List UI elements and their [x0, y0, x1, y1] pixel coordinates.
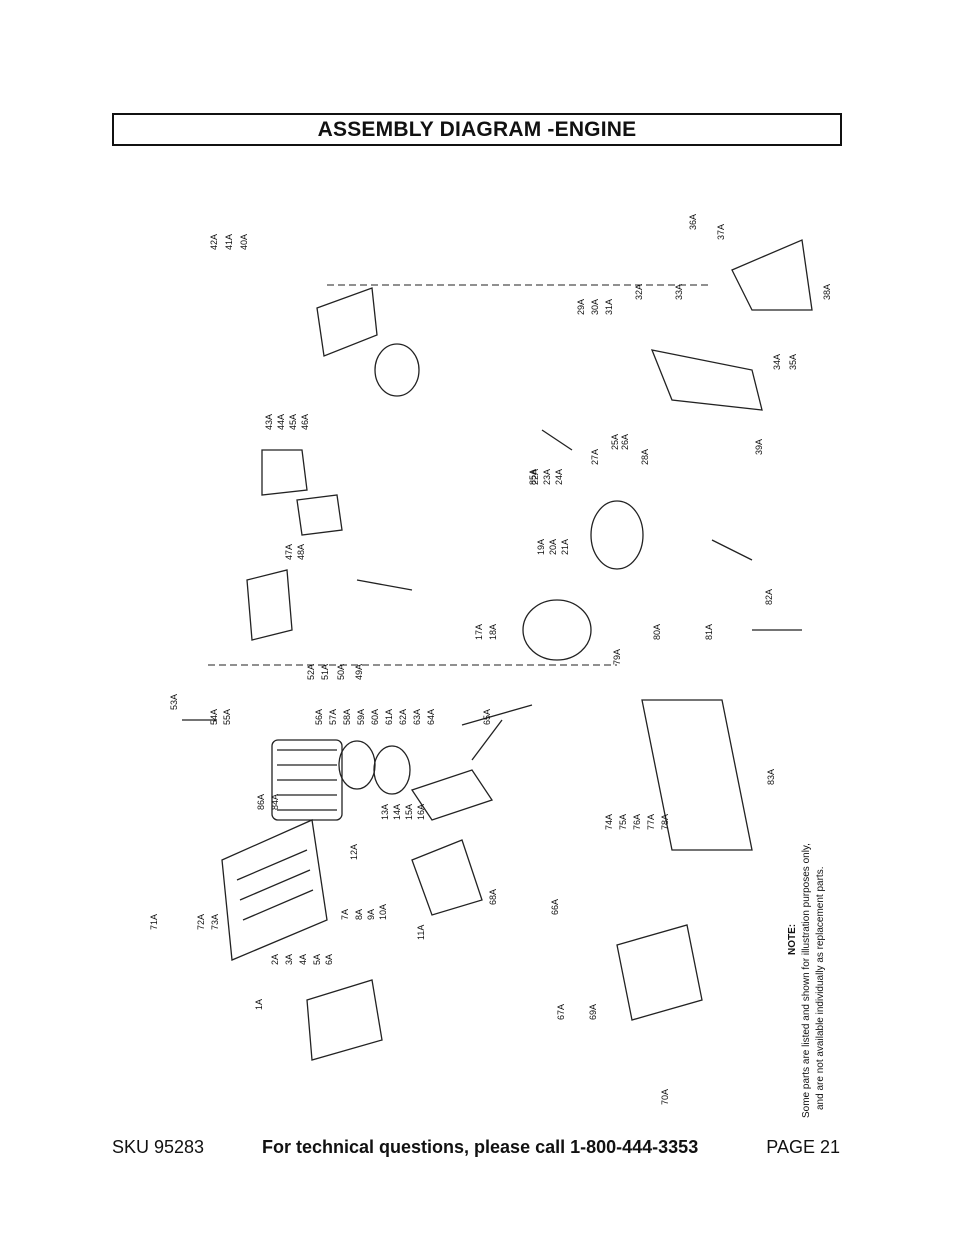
part-label: 38A	[822, 284, 832, 300]
part-label: 68A	[488, 889, 498, 905]
part-label: 3A	[284, 954, 294, 965]
part-label: 31A	[604, 299, 614, 315]
part-label: 85A	[528, 469, 538, 485]
part-label: 25A	[610, 434, 620, 450]
part-label: 67A	[556, 1004, 566, 1020]
part-label: 83A	[766, 769, 776, 785]
part-label: 51A	[320, 664, 330, 680]
part-label: 42A	[209, 234, 219, 250]
part-label: 11A	[416, 925, 426, 940]
part-label: 65A	[482, 709, 492, 725]
part-label: 52A	[306, 664, 316, 680]
part-label: 56A	[314, 709, 324, 725]
part-label: 61A	[384, 709, 394, 725]
part-label: 60A	[370, 709, 380, 725]
page-number: PAGE 21	[766, 1137, 840, 1157]
part-label: 32A	[634, 284, 644, 300]
part-label: 2A	[270, 954, 280, 965]
part-label: 82A	[764, 589, 774, 605]
engine-diagram: 42A 41A 40A 43A 44A 45A 46A 47A 48A 52A …	[112, 160, 842, 1120]
part-label: 21A	[560, 539, 570, 555]
part-label: 14A	[392, 804, 402, 820]
part-label: 63A	[412, 709, 422, 725]
part-label: 43A	[264, 414, 274, 430]
part-label: 16A	[416, 804, 426, 820]
part-label: 81A	[704, 624, 714, 640]
tech-support-line: For technical questions, please call 1-8…	[262, 1137, 699, 1157]
part-label: 37A	[716, 224, 726, 240]
part-label: 1A	[254, 999, 264, 1010]
part-label: 17A	[474, 624, 484, 640]
part-label: 10A	[378, 904, 388, 920]
part-label: 79A	[612, 649, 622, 665]
part-label: 64A	[426, 709, 436, 725]
part-label: 33A	[674, 284, 684, 300]
part-label: 36A	[688, 214, 698, 230]
part-label: 49A	[354, 664, 364, 680]
part-label: 80A	[652, 624, 662, 640]
part-label: 5A	[312, 954, 322, 965]
part-label: 15A	[404, 804, 414, 820]
part-label: 6A	[324, 954, 334, 965]
title-box: ASSEMBLY DIAGRAM -ENGINE	[112, 113, 842, 146]
part-label: 20A	[548, 539, 558, 555]
diagram-svg: 42A 41A 40A 43A 44A 45A 46A 47A 48A 52A …	[149, 214, 832, 1118]
part-label: 78A	[660, 814, 670, 830]
page-title: ASSEMBLY DIAGRAM -ENGINE	[317, 117, 637, 141]
sku-number: SKU 95283	[112, 1137, 205, 1157]
note-line-2: and are not available individually as re…	[815, 867, 826, 1110]
part-label: 69A	[588, 1004, 598, 1020]
part-label: 75A	[618, 814, 628, 830]
part-label: 34A	[772, 354, 782, 370]
part-label: 41A	[224, 234, 234, 250]
part-label: 28A	[640, 449, 650, 465]
part-label: 44A	[276, 414, 286, 430]
part-label: 53A	[169, 694, 179, 710]
part-label: 76A	[632, 814, 642, 830]
part-label: 62A	[398, 709, 408, 725]
part-label: 73A	[210, 914, 220, 930]
part-label: 27A	[590, 449, 600, 465]
part-label: 24A	[554, 469, 564, 485]
part-label: 47A	[284, 544, 294, 560]
part-label: 59A	[356, 709, 366, 725]
part-label: 46A	[300, 414, 310, 430]
part-label: 13A	[380, 804, 390, 820]
part-label: 50A	[336, 664, 346, 680]
part-label: 9A	[366, 909, 376, 920]
part-label: 18A	[488, 624, 498, 640]
part-label: 54A	[209, 709, 219, 725]
part-label: 23A	[542, 469, 552, 485]
part-label: 30A	[590, 299, 600, 315]
part-label: 74A	[604, 814, 614, 830]
part-label: 4A	[298, 954, 308, 965]
part-label: 26A	[620, 434, 630, 450]
part-label: 40A	[239, 234, 249, 250]
part-label: 7A	[340, 909, 350, 920]
part-label: 71A	[149, 914, 159, 930]
part-label: 55A	[222, 709, 232, 725]
part-label: 72A	[196, 914, 206, 930]
part-label: 8A	[354, 909, 364, 920]
part-label: 22A	[530, 469, 540, 485]
part-label: 12A	[349, 844, 359, 860]
part-label: 57A	[328, 709, 338, 725]
note-line-1: Some parts are listed and shown for illu…	[801, 843, 812, 1118]
part-label: 48A	[296, 544, 306, 560]
part-label: 35A	[788, 354, 798, 370]
part-label: 39A	[754, 439, 764, 455]
part-label: 58A	[342, 709, 352, 725]
part-label: 66A	[550, 899, 560, 915]
part-label: 77A	[646, 814, 656, 830]
part-label: 70A	[660, 1089, 670, 1105]
part-label: 45A	[288, 414, 298, 430]
note-heading: NOTE:	[787, 924, 798, 955]
part-label: 29A	[576, 299, 586, 315]
part-label: 86A	[256, 794, 266, 810]
part-label: 19A	[536, 539, 546, 555]
footer: SKU 95283 For technical questions, pleas…	[112, 1137, 840, 1161]
part-label: 84A	[270, 794, 280, 810]
